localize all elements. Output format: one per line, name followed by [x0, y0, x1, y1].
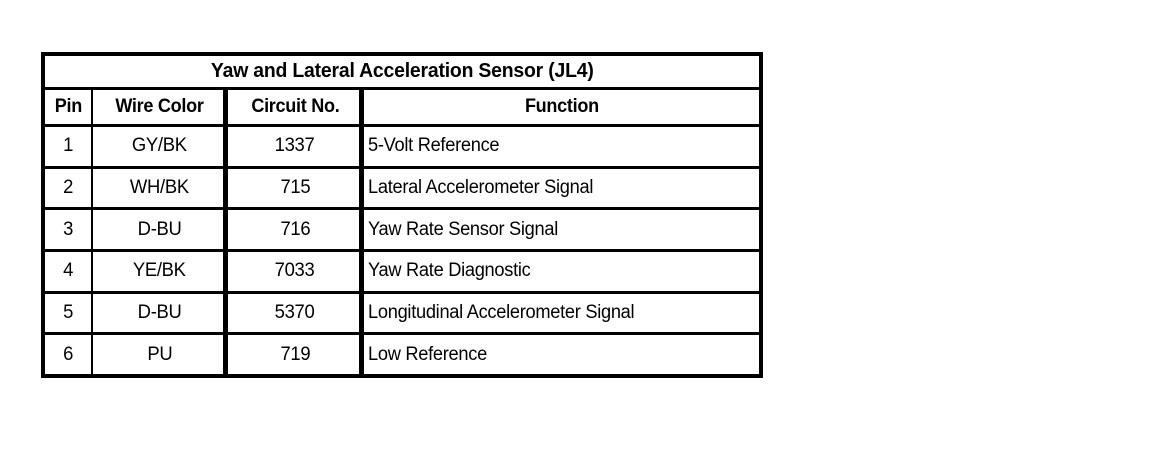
cell-wire-color: GY/BK [93, 127, 228, 166]
table-row: 1 GY/BK 1337 5-Volt Reference [45, 127, 759, 169]
cell-circuit-no-value: 1337 [275, 135, 315, 157]
cell-pin: 3 [45, 210, 93, 250]
cell-circuit-no: 1337 [228, 127, 364, 166]
cell-circuit-no-value: 5370 [275, 302, 315, 324]
column-header-circuit-no-label: Circuit No. [250, 96, 340, 117]
cell-pin: 5 [45, 293, 93, 333]
cell-pin: 2 [45, 168, 93, 208]
cell-function-value: Yaw Rate Sensor Signal [368, 218, 559, 240]
cell-circuit-no: 5370 [228, 293, 364, 333]
cell-wire-color-value: GY/BK [132, 135, 187, 157]
column-header-wire-color-label: Wire Color [115, 96, 204, 117]
cell-pin-value: 3 [63, 218, 73, 240]
cell-function: 5-Volt Reference [364, 127, 759, 166]
cell-wire-color: D-BU [93, 293, 228, 333]
cell-function: Low Reference [364, 335, 759, 374]
table-row: 3 D-BU 716 Yaw Rate Sensor Signal [45, 210, 759, 253]
cell-pin-value: 5 [63, 302, 73, 324]
cell-wire-color-value: YE/BK [133, 260, 186, 282]
cell-wire-color: PU [93, 335, 228, 375]
cell-wire-color: D-BU [93, 210, 228, 250]
cell-pin-value: 4 [63, 260, 73, 282]
column-header-circuit-no: Circuit No. [228, 90, 364, 124]
cell-function-value: Yaw Rate Diagnostic [368, 260, 531, 282]
cell-function: Longitudinal Accelerometer Signal [364, 294, 759, 333]
cell-wire-color-value: D-BU [137, 302, 182, 324]
cell-function-value: 5-Volt Reference [368, 135, 500, 157]
table-title: Yaw and Lateral Acceleration Sensor (JL4… [210, 60, 594, 82]
cell-pin: 4 [45, 252, 93, 291]
table-row: 6 PU 719 Low Reference [45, 335, 759, 375]
sensor-pinout-table: Yaw and Lateral Acceleration Sensor (JL4… [41, 52, 763, 378]
column-header-pin-label: Pin [54, 96, 82, 117]
cell-pin-value: 1 [63, 135, 73, 157]
table-row: 4 YE/BK 7033 Yaw Rate Diagnostic [45, 252, 759, 294]
cell-circuit-no: 716 [228, 210, 364, 250]
cell-function: Yaw Rate Sensor Signal [364, 210, 759, 249]
cell-circuit-no-value: 719 [280, 343, 310, 365]
cell-wire-color-value: D-BU [137, 218, 182, 240]
cell-pin: 6 [45, 335, 93, 375]
column-header-function: Function [364, 90, 759, 124]
cell-function-value: Longitudinal Accelerometer Signal [368, 302, 635, 324]
cell-function-value: Low Reference [368, 343, 487, 365]
column-header-wire-color: Wire Color [93, 90, 228, 124]
cell-wire-color: YE/BK [93, 252, 228, 291]
table-row: 2 WH/BK 715 Lateral Accelerometer Signal [45, 168, 759, 211]
cell-wire-color: WH/BK [93, 168, 228, 208]
cell-pin-value: 2 [63, 177, 73, 198]
cell-circuit-no-value: 715 [280, 177, 310, 198]
cell-circuit-no: 719 [228, 335, 364, 375]
table-header-row: Pin Wire Color Circuit No. Function [45, 90, 759, 127]
cell-circuit-no-value: 716 [280, 218, 310, 240]
cell-circuit-no: 7033 [228, 252, 364, 291]
table-title-row: Yaw and Lateral Acceleration Sensor (JL4… [45, 56, 759, 90]
cell-circuit-no-value: 7033 [275, 260, 315, 282]
cell-wire-color-value: PU [146, 343, 173, 365]
cell-pin-value: 6 [63, 343, 73, 365]
cell-wire-color-value: WH/BK [130, 177, 189, 198]
cell-function-value: Lateral Accelerometer Signal [368, 177, 594, 198]
table-row: 5 D-BU 5370 Longitudinal Accelerometer S… [45, 293, 759, 336]
cell-function: Yaw Rate Diagnostic [364, 252, 759, 291]
column-header-function-label: Function [524, 96, 599, 117]
cell-function: Lateral Accelerometer Signal [364, 169, 759, 208]
cell-pin: 1 [45, 127, 93, 166]
cell-circuit-no: 715 [228, 168, 364, 208]
column-header-pin: Pin [45, 90, 93, 124]
